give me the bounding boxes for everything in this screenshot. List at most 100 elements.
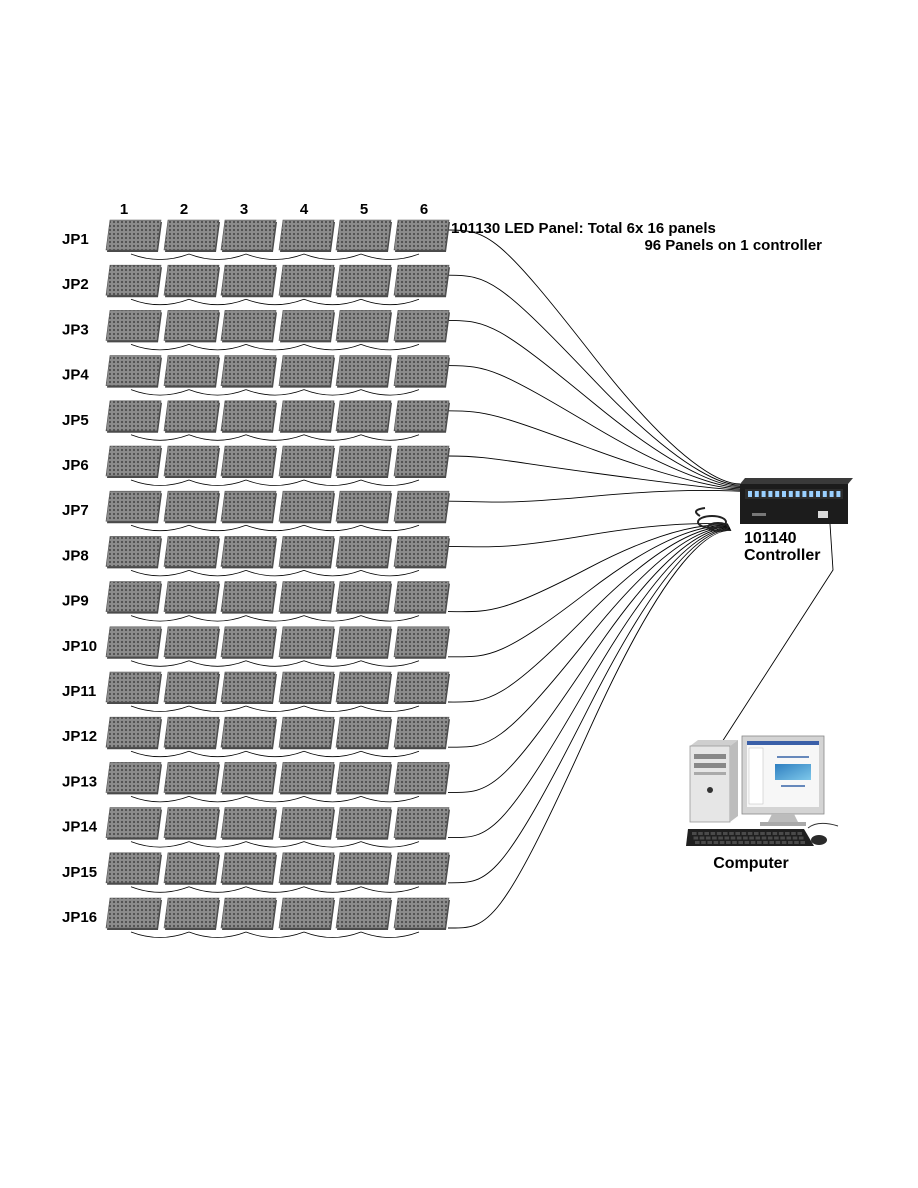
chain-wire	[303, 615, 362, 622]
led-panel-icon	[163, 264, 220, 298]
keyboard-icon	[686, 829, 814, 846]
led-panel-icon	[220, 581, 277, 614]
led-panel-icon	[335, 897, 392, 930]
led-panel-icon	[163, 626, 220, 659]
chain-wire	[245, 796, 305, 803]
chain-wire	[360, 344, 420, 351]
led-panel-icon	[163, 445, 220, 478]
led-panel-icon	[393, 807, 450, 840]
led-panel-icon	[220, 445, 277, 478]
led-panel-icon	[105, 310, 162, 343]
chain-wire	[130, 931, 190, 938]
chain-wire	[303, 298, 362, 306]
controller-wire	[447, 526, 730, 748]
controller-wire	[447, 365, 741, 489]
led-panel-icon	[105, 490, 162, 524]
chain-wire	[303, 389, 362, 396]
led-panel-icon	[220, 400, 277, 433]
led-panel-icon	[335, 536, 392, 569]
led-panel-icon	[105, 626, 162, 659]
chain-wire	[245, 705, 305, 712]
led-panel-icon	[105, 264, 162, 298]
led-panel-icon	[163, 310, 220, 343]
controller-wire	[447, 524, 729, 613]
chain-wire	[130, 524, 190, 532]
led-panel-icon	[393, 490, 450, 524]
monitor-icon	[741, 735, 825, 826]
led-panel-icon	[393, 581, 450, 614]
column-header: 3	[240, 201, 248, 218]
chain-wire	[360, 253, 420, 260]
led-panel-icon	[105, 716, 162, 750]
led-panel-icon	[278, 626, 335, 659]
led-panel-icon	[278, 762, 335, 795]
led-panel-icon	[278, 355, 335, 388]
row-label: JP15	[62, 864, 97, 881]
led-panel-icon	[335, 716, 392, 750]
chain-wire	[130, 886, 190, 893]
led-panel-icon	[105, 807, 162, 840]
chain-wire	[130, 479, 190, 486]
chain-wire	[245, 841, 305, 848]
led-panel-icon	[393, 897, 450, 930]
panel-grid	[105, 219, 450, 930]
row-label: JP2	[62, 276, 89, 293]
chain-wire	[303, 479, 362, 486]
controller-wire	[447, 527, 731, 793]
chain-wire	[130, 615, 190, 622]
led-panel-icon	[278, 581, 335, 614]
controller-wire	[447, 229, 741, 485]
led-panel-icon	[278, 400, 335, 433]
chain-wire	[245, 298, 305, 306]
chain-wire	[188, 570, 247, 577]
controller-wire	[447, 410, 741, 490]
chain-wire	[245, 886, 305, 893]
column-header: 1	[120, 201, 128, 218]
led-panel-icon	[220, 219, 277, 252]
chain-wire	[130, 841, 190, 848]
led-panel-icon	[335, 445, 392, 478]
row-label: JP1	[62, 231, 89, 248]
led-panel-icon	[105, 897, 162, 930]
chain-wire	[360, 524, 420, 532]
led-panel-icon	[335, 581, 392, 614]
led-panel-icon	[335, 264, 392, 298]
column-header: 6	[420, 201, 428, 218]
chain-wire	[360, 841, 420, 848]
chain-wire	[188, 886, 247, 893]
led-panel-icon	[220, 355, 277, 388]
led-panel-icon	[393, 852, 450, 885]
led-panel-icon	[105, 762, 162, 795]
controller-wire	[447, 525, 729, 658]
led-panel-icon	[278, 671, 335, 704]
led-panel-icon	[278, 536, 335, 569]
led-panel-icon	[278, 807, 335, 840]
row-labels: JP1JP2JP3JP4JP5JP6JP7JP8JP9JP10JP11JP12J…	[62, 231, 98, 926]
led-panel-icon	[105, 852, 162, 885]
chain-wire	[360, 570, 420, 577]
controller-wire	[447, 529, 732, 929]
controller-label: Controller	[744, 547, 820, 564]
chain-wire	[130, 298, 190, 306]
led-panel-icon	[278, 852, 335, 885]
led-panel-icon	[163, 536, 220, 569]
chain-wire	[130, 434, 190, 441]
led-panel-icon	[393, 671, 450, 704]
led-panel-icon	[105, 581, 162, 614]
chain-wire	[188, 750, 247, 758]
chain-wire	[360, 479, 420, 486]
controller-box-icon	[695, 478, 853, 532]
led-panel-icon	[220, 716, 277, 750]
led-panel-icon	[163, 355, 220, 388]
led-panel-icon	[335, 310, 392, 343]
row-label: JP12	[62, 728, 97, 745]
chain-wire	[360, 750, 420, 758]
chain-wire	[360, 615, 420, 622]
controller-wire	[447, 319, 741, 487]
row-label: JP8	[62, 547, 89, 564]
panel-title: 101130 LED Panel: Total 6x 16 panels	[451, 220, 716, 237]
led-panel-icon	[335, 807, 392, 840]
led-panel-icon	[163, 490, 220, 524]
led-panel-icon	[335, 355, 392, 388]
controller-wire	[447, 274, 741, 486]
